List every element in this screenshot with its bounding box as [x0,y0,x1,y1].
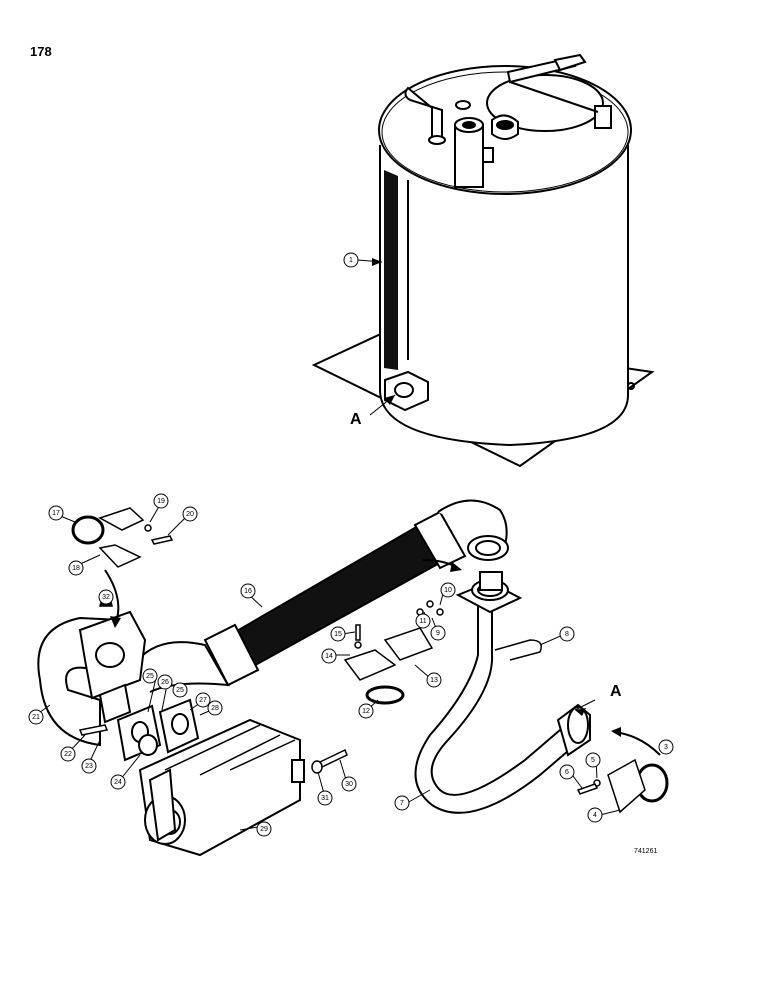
callout-number: 7 [400,800,404,807]
hydraulic-pump [98,683,305,857]
callout-circle [142,668,158,684]
section-letter-a-upper: A [350,411,362,428]
callout-circle [559,764,575,780]
suction-tube [414,571,591,814]
callout-circle [60,746,76,762]
callout-number: 14 [325,653,333,660]
callout-circle [28,709,44,725]
callout-circle [394,795,410,811]
callout-circle [240,583,256,599]
callout-number: 25 [146,673,154,680]
callout-number: 18 [72,565,80,572]
callout-number: 16 [244,588,252,595]
callout-circle [172,682,188,698]
section-letter-a-lower: A [610,683,622,700]
clamp-18-bottom [98,544,142,568]
callout-circle [587,807,603,823]
small-parts [71,507,669,814]
callout-number: 11 [419,618,426,625]
filler-cap [486,74,604,132]
callout-circle [585,752,601,768]
callout-circle [317,790,333,806]
callout-number: 19 [157,498,165,505]
drawing-code: 741261 [634,848,658,855]
callout-number: 20 [186,511,194,518]
callout-circle [68,560,84,576]
callout-circle [48,505,64,521]
callout-number: 12 [362,708,370,715]
callout-circle [658,739,674,755]
o-ring-17 [71,515,105,545]
callout-number: 28 [211,705,219,712]
clamp-13 [343,649,397,681]
clamp-4 [607,758,646,814]
callout-number: 3 [664,744,668,751]
u-bolt-8 [494,639,542,661]
callout-circle [182,506,198,522]
o-ring-24 [138,734,158,756]
callout-circle [195,692,211,708]
callout-number: 26 [161,679,169,686]
callout-circle [153,493,169,509]
callout-number: 21 [32,714,40,721]
callout-circle [256,821,272,837]
tank-outlet-flange [384,370,429,412]
callout-circle [330,626,346,642]
tank-body [379,145,629,447]
callout-circle [559,626,575,642]
callout-number: 6 [565,769,569,776]
sight-gauge [384,170,398,370]
callout-circle [341,776,357,792]
callout-circle [426,672,442,688]
callout-number: 4 [593,812,597,819]
callout-circle [415,613,431,629]
callout-number: 15 [334,631,342,638]
arrow-heads [110,258,621,737]
callout-number: 32 [102,594,110,601]
callout-number: 8 [565,631,569,638]
callout-number: 25 [176,687,184,694]
callout-number: 1 [349,257,353,264]
callout-number: 17 [52,510,60,517]
callout-number: 13 [430,677,438,684]
o-ring-12 [365,685,405,705]
callout-circle [430,625,446,641]
callout-number: 27 [199,697,207,704]
callout-circle [321,648,337,664]
reservoir-tank [311,53,655,468]
callout-number: 31 [321,795,329,802]
callout-circle [440,582,456,598]
callout-number: 30 [345,781,353,788]
callout-circle [343,252,359,268]
callout-number: 10 [444,587,452,594]
callout-number: 5 [591,757,595,764]
callout-group: 1345678910111213141516171819202122232425… [28,252,674,837]
page-number: 178 [30,44,52,59]
callout-number: 23 [85,763,93,770]
callout-number: 29 [260,826,268,833]
suction-tube-body [414,589,577,814]
callout-circle [110,774,126,790]
clamp-18-top [98,507,145,531]
callout-number: 9 [436,630,440,637]
callout-circle [81,758,97,774]
pump-inlet-elbow [37,610,147,747]
callout-circle [207,700,223,716]
callout-circle [98,589,114,605]
return-hose [137,499,509,693]
callout-number: 22 [64,751,72,758]
callout-number: 24 [114,779,122,786]
callout-circle [157,674,173,690]
callout-circle [358,703,374,719]
